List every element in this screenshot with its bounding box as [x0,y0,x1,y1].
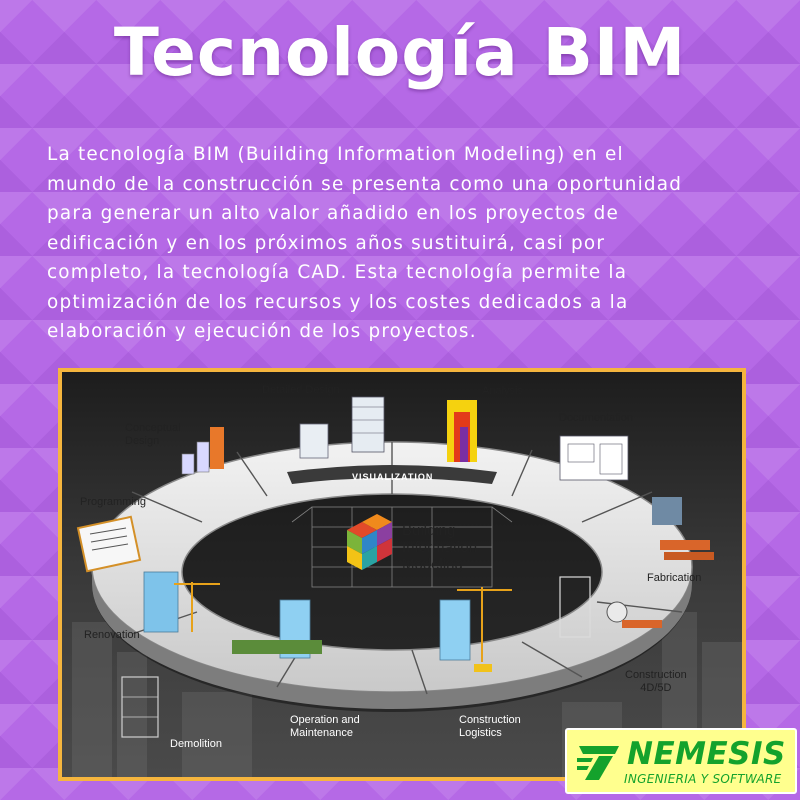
bim-center-title: Building Information Modeling [402,522,478,573]
stage-construction-logistics: Construction Logistics [459,714,521,739]
visualization-label: VISUALIZATION [352,472,434,482]
programming-clipboard-icon [76,515,142,573]
stage-detailed-design: Detailed Design [262,384,340,396]
wireframe-building [291,506,513,588]
stage-fabrication: Fabrication [647,572,702,584]
demolition-building-icon [121,676,159,738]
ring-dividers [131,442,683,695]
intro-paragraph: La tecnología BIM (Building Information … [47,140,772,347]
operation-tower-icon [232,599,322,659]
stage-documentation: Documentation [559,412,633,424]
visualization-band [287,465,497,484]
analysis-heatmap-building-icon [447,400,477,462]
intro-line: mundo de la construcción se presenta com… [47,173,683,195]
intro-line: completo, la tecnología CAD. Esta tecnol… [47,262,628,283]
nemesis-logo: NEMESIS INGENIERIA Y SOFTWARE [565,728,797,794]
intro-line: edificación y en los próximos años susti… [47,232,606,254]
bim-lifecycle-diagram: Detailed Design Analysis Conceptual Desi… [58,368,746,781]
stage-renovation: Renovation [84,629,140,641]
logo-name: NEMESIS [627,736,786,772]
stage-operation-maintenance: Operation and Maintenance [290,714,360,739]
bim-cube-icon [347,514,392,570]
logo-tagline: INGENIERIA Y SOFTWARE [624,772,782,786]
conceptual-design-blocks-icon [181,427,224,475]
intro-line: para generar un alto valor añadido en lo… [47,203,620,224]
documentation-sheet-icon [559,435,629,481]
detailed-design-drawings-icon [299,396,385,459]
stage-conceptual-design: Conceptual Design [125,422,181,447]
intro-line: optimización de los recursos y los coste… [47,291,629,313]
fabrication-machinery-icon [652,497,714,560]
stage-demolition: Demolition [170,738,222,750]
renovation-building-icon [143,571,220,633]
intro-line: elaboración y ejecución de los proyectos… [47,321,477,342]
stage-analysis: Analysis [482,385,523,397]
construction-logistics-icon [439,587,512,672]
construction-4d5d-icon [559,576,662,638]
stage-programming: Programming [80,496,147,508]
page-title: Tecnología BIM [113,14,687,91]
intro-line: La tecnología BIM (Building Information … [47,144,624,165]
lifecycle-ring-graphic [62,372,742,777]
stage-construction-4d5d: Construction 4D/5D [625,669,687,694]
nemesis-mark-icon [577,746,619,780]
